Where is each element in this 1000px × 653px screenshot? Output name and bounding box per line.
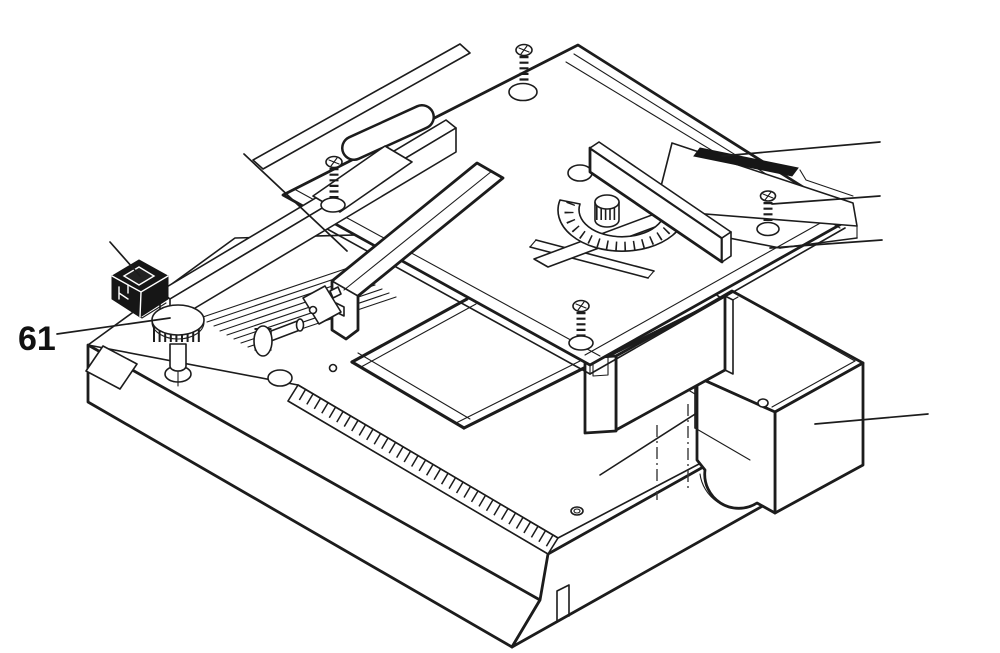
rail-groove xyxy=(693,147,799,177)
leader-knob-61 xyxy=(56,317,171,335)
part-number-label: 61 xyxy=(18,320,56,358)
screw-front xyxy=(568,299,594,351)
leader-extension xyxy=(769,239,883,249)
cover-hole xyxy=(757,398,769,408)
thumb-screw xyxy=(253,318,305,357)
leader-switch xyxy=(109,241,141,277)
center-lines xyxy=(656,404,689,500)
leader-lines xyxy=(56,141,929,425)
lock-knob-61 xyxy=(151,304,205,387)
ruler-scale xyxy=(287,384,559,555)
screw-rail xyxy=(756,190,780,237)
blade-slot xyxy=(529,239,655,279)
name-plate xyxy=(85,345,138,390)
mount-bracket xyxy=(302,285,342,325)
small-hole xyxy=(328,363,338,373)
leader-rail-groove xyxy=(721,141,881,157)
table-hole xyxy=(567,164,593,182)
miter-lock-knob xyxy=(594,194,620,228)
rip-fence xyxy=(588,141,732,264)
leader-dust-cover xyxy=(814,413,929,425)
base-hole xyxy=(267,369,293,387)
leader-rail-screw xyxy=(771,195,881,205)
leader-grip xyxy=(243,153,348,252)
screw-left xyxy=(312,145,413,213)
screw-top xyxy=(508,43,538,102)
blade-housing-walls xyxy=(583,294,734,435)
